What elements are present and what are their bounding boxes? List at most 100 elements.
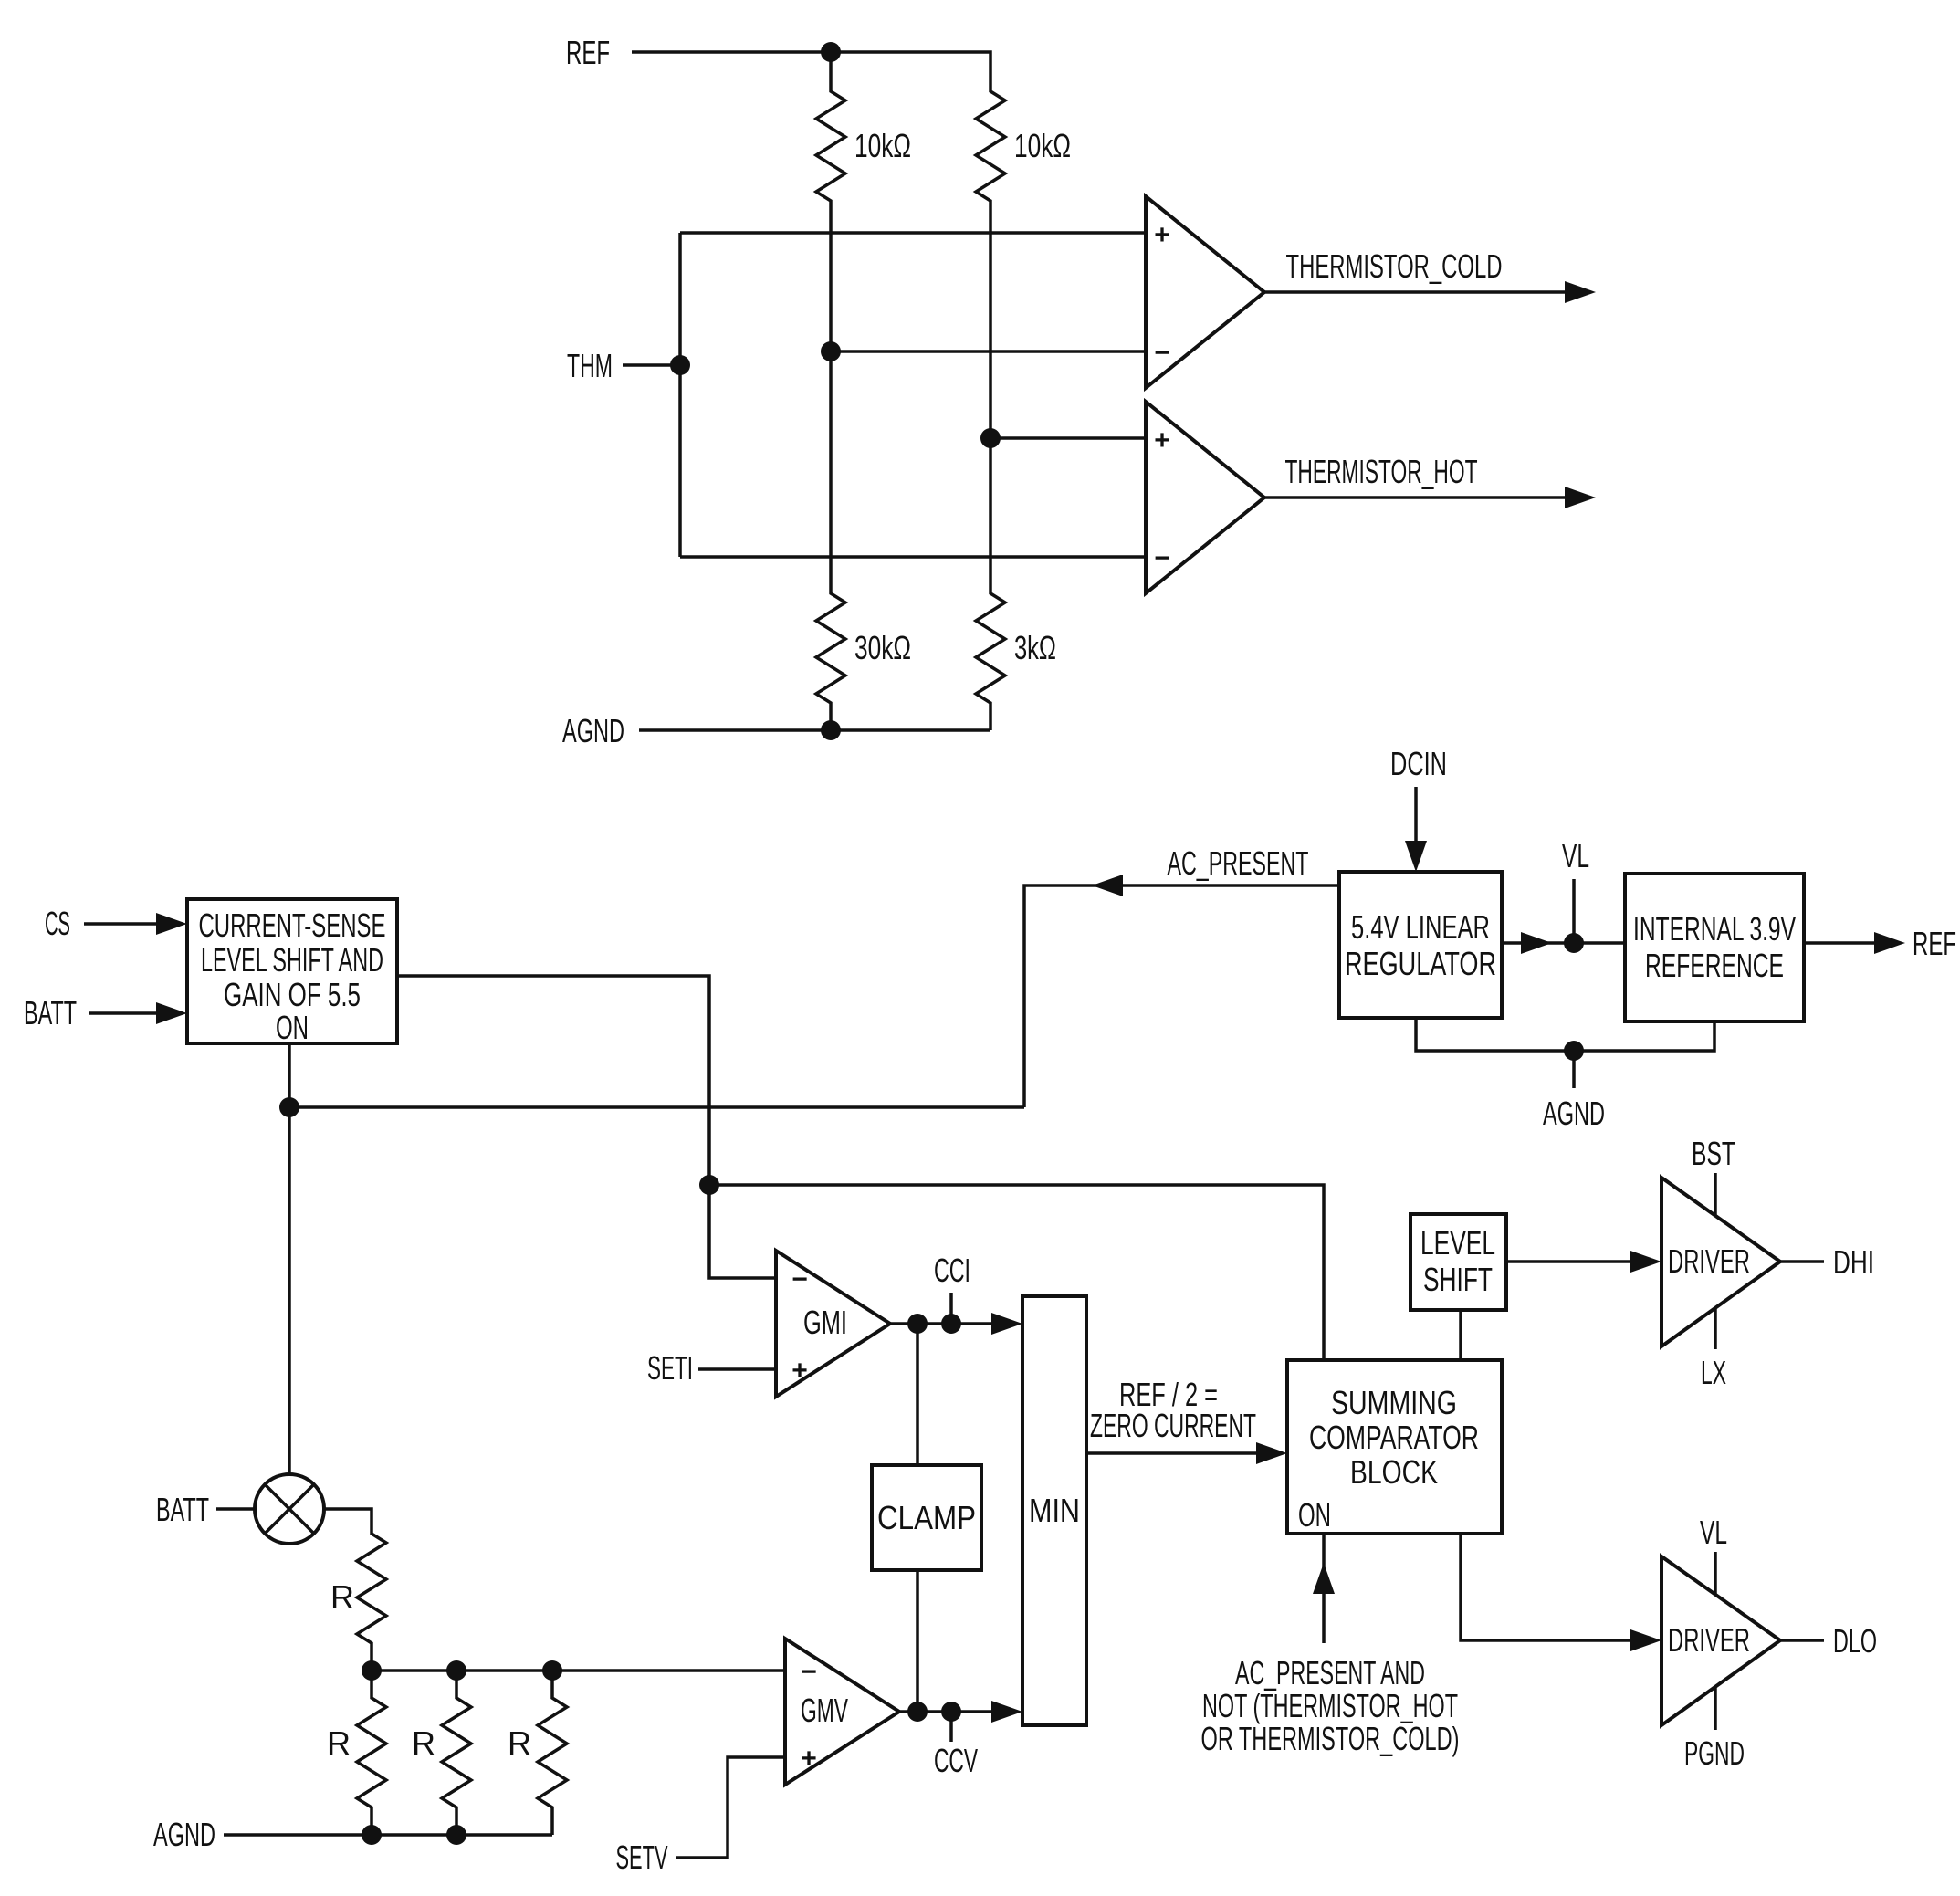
thermistor-hot-label: THERMISTOR_HOT — [1285, 453, 1478, 490]
agnd-reg-label: AGND — [1543, 1095, 1605, 1132]
driver-low-label: DRIVER — [1668, 1621, 1750, 1659]
resistor-10k-right — [972, 82, 1009, 210]
current-sense-block — [185, 897, 399, 1045]
summing-line2: COMPARATOR — [1309, 1419, 1479, 1456]
cci-label: CCI — [934, 1252, 970, 1289]
arrowheads — [156, 281, 1905, 1723]
comp-cold-minus-sign: − — [1154, 338, 1170, 368]
arrow-right-icon — [1630, 1629, 1661, 1651]
arrow-right-icon — [991, 1313, 1022, 1335]
vl2-pin-label: VL — [1700, 1514, 1727, 1551]
gmv-label: GMV — [801, 1692, 848, 1729]
thm-pin-label: THM — [567, 347, 613, 384]
driver-low-symbol — [1660, 1553, 1784, 1729]
arrow-right-icon — [1256, 1442, 1287, 1464]
resistor-3k-label: 3kΩ — [1014, 629, 1056, 666]
current-sense-line2: LEVEL SHIFT AND — [201, 941, 383, 979]
reference-line2: REFERENCE — [1645, 947, 1784, 984]
clamp-label: CLAMP — [877, 1499, 976, 1536]
summing-on-label: ON — [1298, 1496, 1331, 1534]
current-sense-line1: CURRENT-SENSE — [199, 906, 386, 944]
resistor-3k — [972, 584, 1009, 712]
thermistor-cold-label: THERMISTOR_COLD — [1286, 247, 1503, 285]
clamp-block — [870, 1463, 983, 1572]
labels: REF 10kΩ 10kΩ THM THERMISTOR_COLD THERMI… — [24, 34, 1956, 1876]
junction-dots — [279, 42, 1584, 1845]
wires — [84, 50, 1874, 1859]
dhi-pin-label: DHI — [1833, 1243, 1874, 1281]
resistor-series-r — [324, 1507, 390, 1671]
current-sense-line3: GAIN OF 5.5 — [224, 976, 361, 1013]
summing-line1: SUMMING — [1331, 1384, 1457, 1421]
current-sense-on-label: ON — [276, 1009, 309, 1046]
arrow-right-icon — [1521, 932, 1552, 954]
level-shift-block — [1409, 1212, 1508, 1312]
gate-note-line3: OR THERMISTOR_COLD) — [1201, 1720, 1460, 1757]
bst-pin-label: BST — [1692, 1135, 1735, 1172]
dlo-pin-label: DLO — [1833, 1622, 1877, 1660]
min-block — [1021, 1294, 1088, 1727]
resistor-30k-label: 30kΩ — [854, 629, 911, 666]
r1-label: R — [327, 1724, 351, 1762]
r3-label: R — [508, 1724, 531, 1762]
resistor-10k-right-label: 10kΩ — [1014, 127, 1071, 164]
arrow-right-icon — [1565, 487, 1596, 508]
comparator-cold-symbol — [1144, 192, 1268, 393]
ref-out-label: REF — [1913, 925, 1956, 962]
gate-note-line1: AC_PRESENT AND — [1235, 1654, 1425, 1692]
gmi-minus-sign: − — [791, 1264, 808, 1294]
linreg-line2: REGULATOR — [1345, 945, 1496, 982]
ac-present-label: AC_PRESENT — [1168, 844, 1309, 882]
internal-reference-block — [1623, 872, 1806, 1023]
arrow-right-icon — [1565, 281, 1596, 303]
agnd-top-label: AGND — [562, 712, 624, 749]
wire-sum-to-dlo — [1459, 1534, 1630, 1642]
comparator-hot-symbol — [1144, 397, 1268, 598]
r2-label: R — [412, 1724, 435, 1762]
gmi-label: GMI — [803, 1304, 847, 1341]
resistor-10k-left — [812, 82, 849, 210]
cs-pin-label: CS — [45, 905, 70, 942]
level-shift-line1: LEVEL — [1420, 1224, 1495, 1262]
ccv-label: CCV — [934, 1742, 978, 1779]
comp-cold-plus-sign: + — [1154, 220, 1170, 250]
arrow-down-icon — [1405, 841, 1427, 872]
arrow-left-icon — [1092, 875, 1123, 896]
arrow-right-icon — [156, 913, 187, 935]
gmi-plus-sign: + — [791, 1356, 808, 1386]
linear-regulator-block — [1337, 870, 1504, 1020]
resistor-parallel-r2 — [438, 1671, 475, 1835]
arrow-right-icon — [1630, 1251, 1661, 1273]
resistor-10k-left-label: 10kΩ — [854, 127, 911, 164]
blocks — [185, 192, 1806, 1788]
multiplier-x-icon — [263, 1482, 316, 1535]
linreg-line1: 5.4V LINEAR — [1351, 908, 1490, 946]
arrow-right-icon — [156, 1002, 187, 1024]
reference-line1: INTERNAL 3.9V — [1633, 910, 1796, 948]
comp-hot-plus-sign: + — [1154, 425, 1170, 456]
wire-acpresent-riser — [1022, 884, 1339, 1107]
resistor-parallel-r3 — [534, 1671, 571, 1835]
arrow-right-icon — [1874, 932, 1905, 954]
batt2-pin-label: BATT — [156, 1491, 209, 1528]
seti-pin-label: SETI — [647, 1349, 693, 1387]
vl-pin-label: VL — [1562, 837, 1589, 875]
wire-to-summing-top — [709, 1183, 1326, 1360]
summing-line3: BLOCK — [1350, 1453, 1438, 1491]
gmv-plus-sign: + — [801, 1744, 817, 1774]
wire-gmi-minus — [707, 1185, 776, 1280]
r-series-label: R — [330, 1578, 354, 1616]
ref-note-line2: ZERO CURRENT — [1090, 1407, 1256, 1444]
wire-cs-output — [397, 974, 711, 1185]
pgnd-pin-label: PGND — [1684, 1734, 1745, 1772]
arrow-up-icon — [1313, 1563, 1335, 1594]
gmv-amp-symbol — [783, 1635, 903, 1788]
ref-note-line1: REF / 2 = — [1119, 1376, 1218, 1413]
wire-ref-rail — [632, 50, 992, 82]
driver-high-label: DRIVER — [1668, 1242, 1750, 1280]
comp-hot-minus-sign: − — [1154, 543, 1170, 573]
setv-pin-label: SETV — [616, 1838, 668, 1876]
resistors — [324, 82, 1009, 1835]
dcin-pin-label: DCIN — [1390, 745, 1447, 782]
